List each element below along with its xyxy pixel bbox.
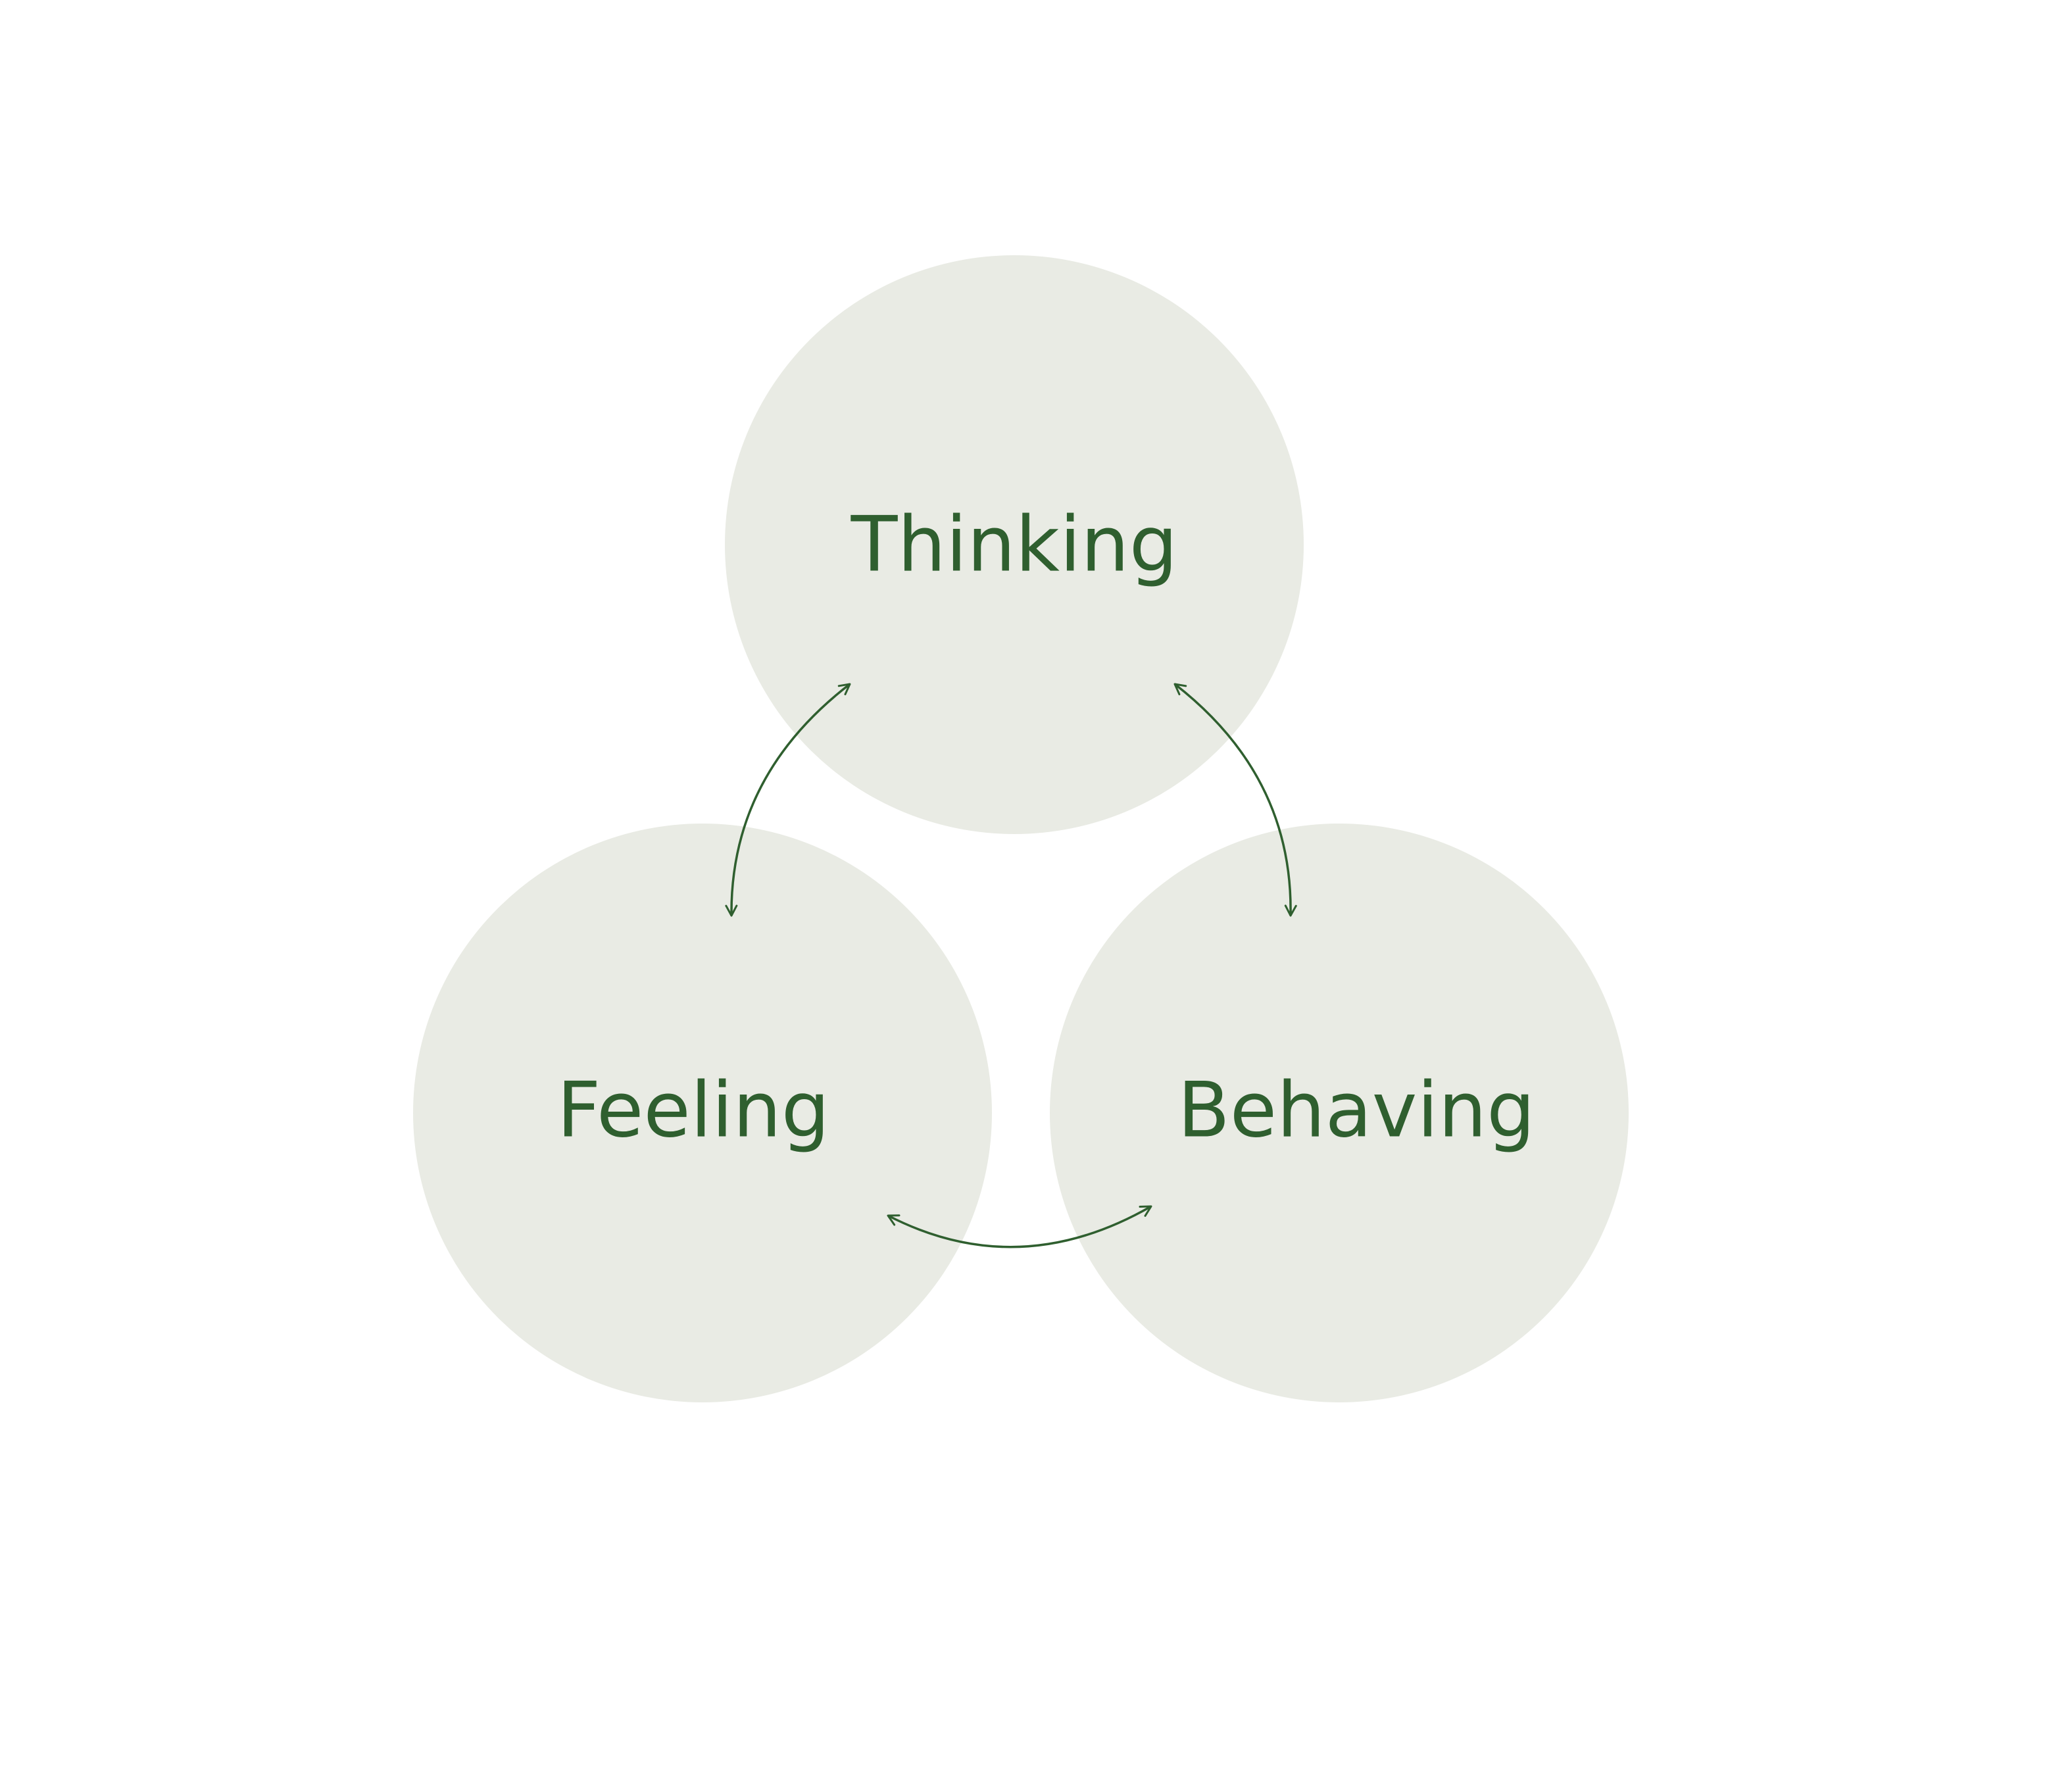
arrow-thinking-feeling bbox=[725, 683, 851, 917]
arrow-thinking-behaving bbox=[1173, 683, 1297, 917]
node-behaving: Behaving bbox=[1050, 824, 1629, 1402]
feeling-label: Feeling bbox=[557, 1066, 830, 1155]
node-feeling: Feeling bbox=[413, 824, 992, 1402]
behaving-label: Behaving bbox=[1177, 1066, 1535, 1155]
behaving-circle bbox=[1050, 824, 1629, 1402]
thinking-label: Thinking bbox=[851, 501, 1178, 589]
thinking-circle bbox=[725, 255, 1304, 834]
node-thinking: Thinking bbox=[725, 255, 1304, 834]
arrow-feeling-behaving bbox=[887, 1205, 1152, 1248]
feeling-circle bbox=[413, 824, 992, 1402]
